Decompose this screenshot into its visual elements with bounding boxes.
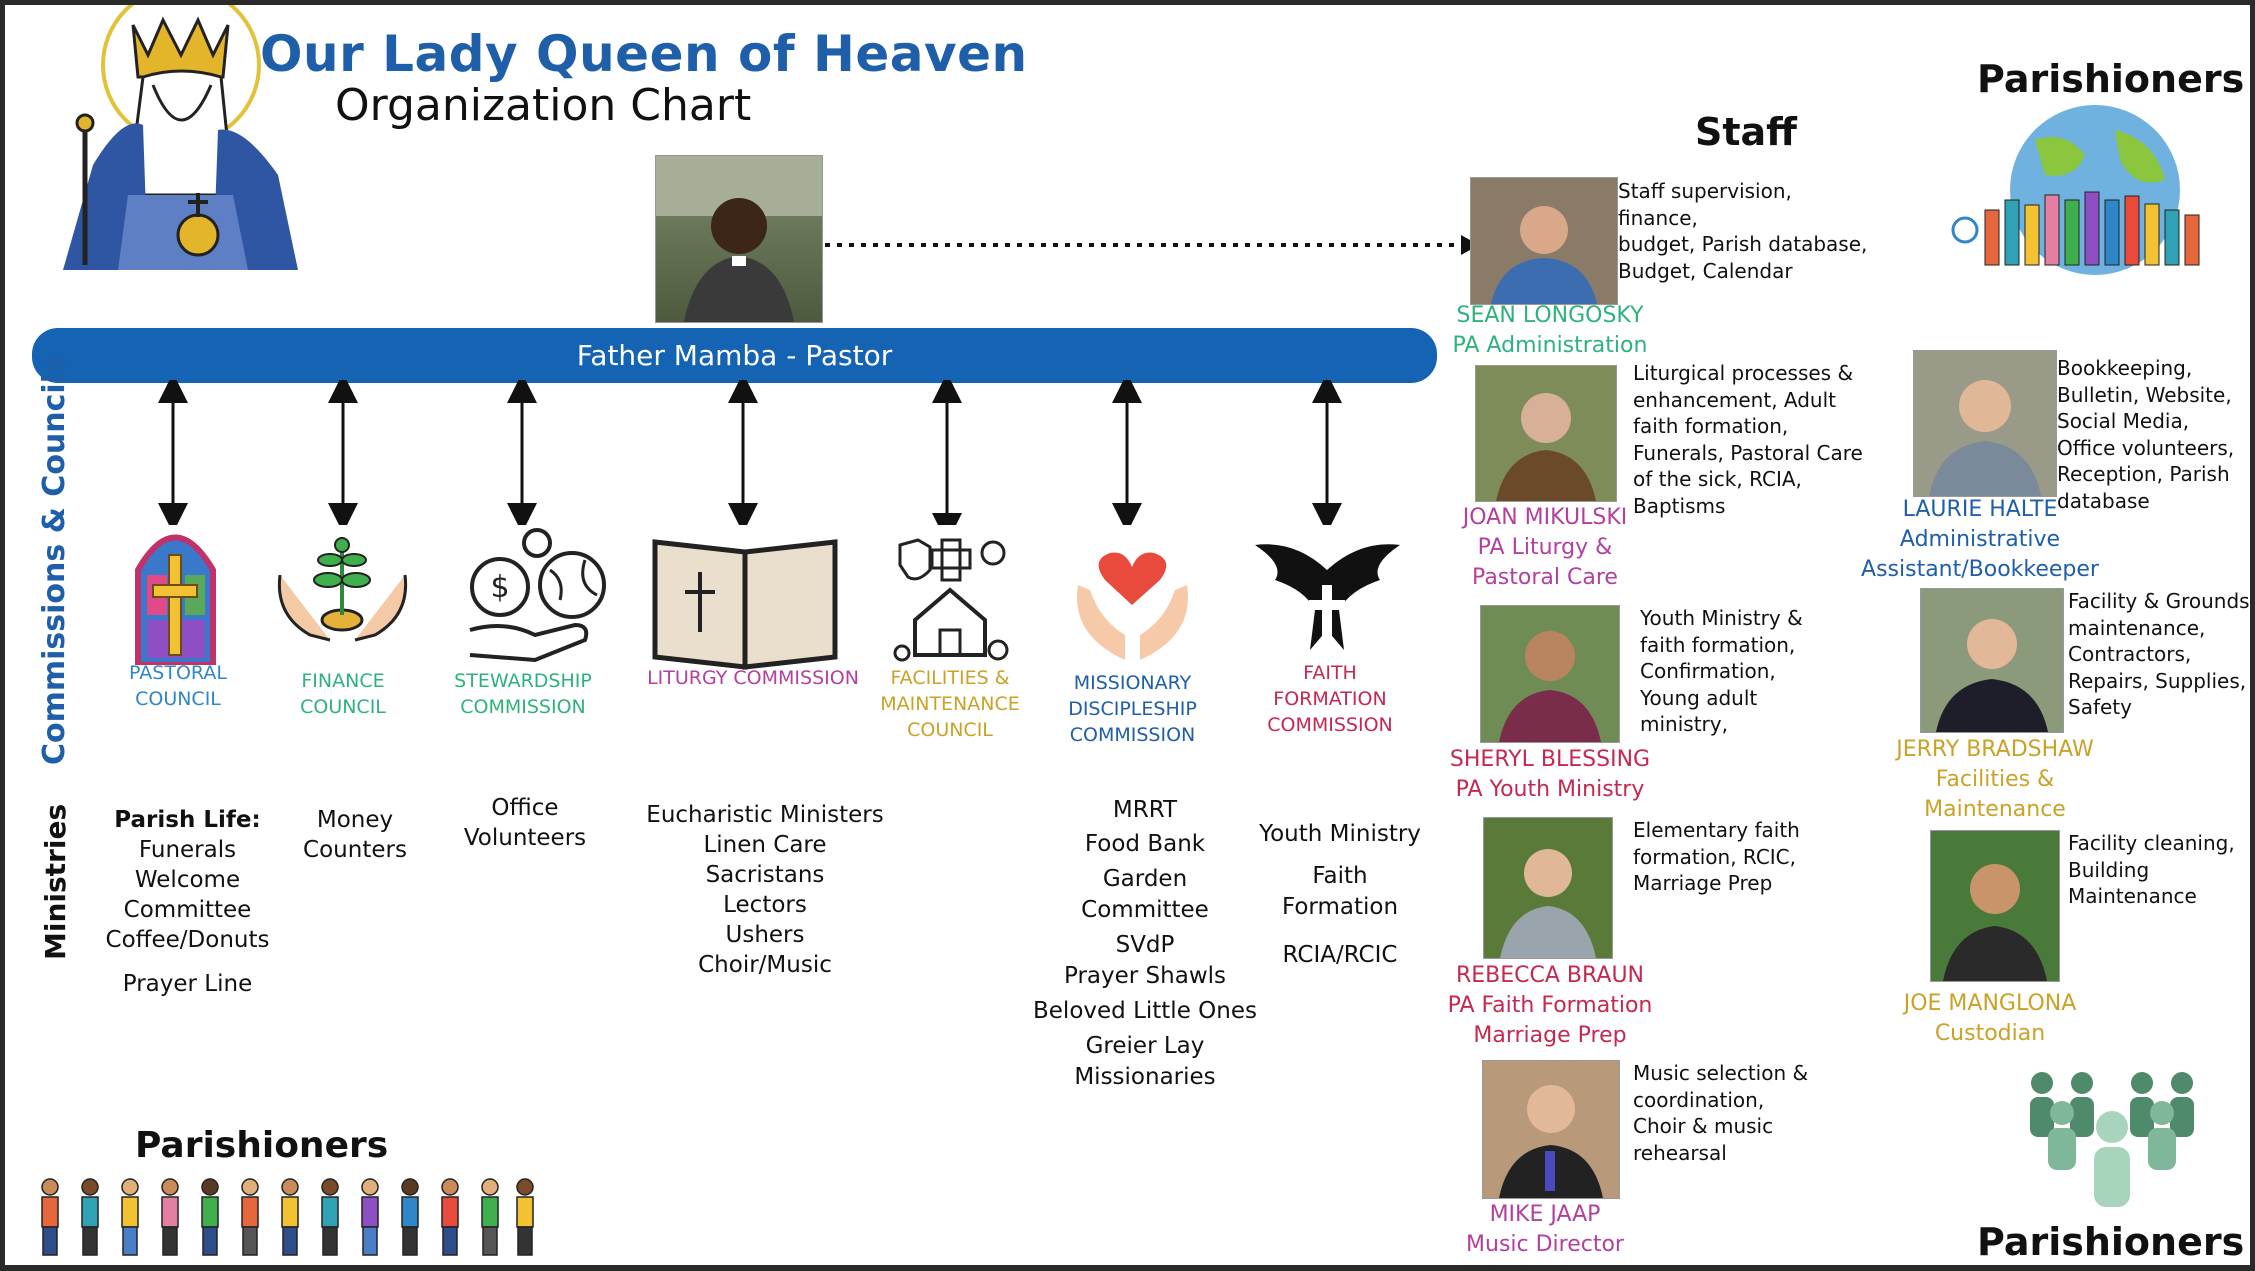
ministry-item: Choir/Music xyxy=(698,952,832,978)
commission-label-facilities: FACILITIES & MAINTENANCE COUNCIL xyxy=(880,667,1020,741)
globe-crowd-icon xyxy=(1951,105,2200,275)
commission-label-stewardship: STEWARDSHIP COMMISSION xyxy=(454,670,592,718)
house-tools-icon xyxy=(893,538,1009,662)
ministry-item: Volunteers xyxy=(463,825,587,851)
ministry-item: Committee xyxy=(123,897,252,923)
ministry-item: Linen Care xyxy=(703,832,827,858)
ministry-item: Prayer Shawls xyxy=(1064,963,1226,989)
staff-photo-laurie xyxy=(1913,350,2057,497)
staff-photo-sean xyxy=(1470,177,1618,305)
staff-desc-mike: Music selection &coordination,Choir & mu… xyxy=(1633,1061,1809,1165)
ministry-item: Beloved Little Ones xyxy=(1033,998,1257,1024)
commission-label-liturgy: LITURGY COMMISSION xyxy=(647,667,859,689)
people-row-icon xyxy=(41,1178,534,1256)
commission-label-faith: FAITH FORMATION COMMISSION xyxy=(1267,662,1393,736)
ministry-item: RCIA/RCIC xyxy=(1282,942,1398,968)
heart-hands-icon xyxy=(1076,552,1189,660)
pastor-to-staff-arrow xyxy=(825,235,1479,255)
ministry-item: Missionaries xyxy=(1074,1064,1216,1090)
ministry-item: Sacristans xyxy=(705,862,825,888)
staff-heading: Staff xyxy=(1695,110,1797,154)
ministry-list-finance: Money Counters xyxy=(280,805,430,865)
parishioners-label-bottom-left: Parishioners xyxy=(135,1125,389,1166)
pastor-bar: Father Mamba - Pastor xyxy=(32,328,1437,383)
org-chart-canvas: Our Lady Queen of Heaven Organization Ch… xyxy=(5,5,2250,1265)
staff-photo-mike xyxy=(1482,1060,1620,1199)
ministry-item: Welcome xyxy=(134,867,241,893)
ministry-item: Coffee/Donuts xyxy=(105,927,270,953)
bible-icon xyxy=(652,539,838,670)
ministry-list-pastoral: Parish Life: Funerals Welcome Committee … xyxy=(100,805,275,999)
svg-text:$: $ xyxy=(490,570,509,605)
staff-photo-jerry xyxy=(1920,588,2064,733)
ministry-item: Prayer Line xyxy=(122,971,253,997)
stained-glass-cross-icon xyxy=(135,534,216,665)
ministry-item: MRRT xyxy=(1112,797,1178,823)
commission-label-missionary: MISSIONARY DISCIPLESHIP COMMISSION xyxy=(1068,672,1197,746)
parishioners-label-top-right: Parishioners xyxy=(1977,57,2245,101)
ministry-item: Money xyxy=(316,807,394,833)
dove-cross-icon xyxy=(1255,544,1400,650)
staff-desc-laurie: Bookkeeping,Bulletin, Website,Social Med… xyxy=(2057,356,2235,513)
ministry-item: Formation xyxy=(1281,894,1399,920)
commission-arrows xyxy=(158,380,1342,525)
people-group-icon xyxy=(2030,1072,2194,1207)
ministry-list-stewardship: Office Volunteers xyxy=(445,793,605,853)
ministry-heading: Parish Life: xyxy=(114,807,261,833)
staff-photo-rebecca xyxy=(1483,817,1613,959)
ministry-item: Funerals xyxy=(138,837,237,863)
ministry-item: Greier Lay xyxy=(1085,1033,1205,1059)
staff-photo-joe xyxy=(1930,830,2060,982)
staff-desc-joan: Liturgical processes &enhancement, Adult… xyxy=(1633,361,1863,518)
commission-label-finance: FINANCE COUNCIL xyxy=(300,670,386,718)
ministry-item: Lectors xyxy=(723,892,807,918)
ministry-item: Office xyxy=(491,795,559,821)
our-lady-logo-icon xyxy=(63,5,298,270)
parishioners-label-bottom-right: Parishioners xyxy=(1977,1220,2245,1264)
ministry-item: SVdP xyxy=(1115,932,1175,958)
staff-photo-joan xyxy=(1475,365,1617,502)
page-subtitle: Organization Chart xyxy=(335,80,752,131)
ministry-item: Faith xyxy=(1312,863,1368,889)
ministry-item: Ushers xyxy=(725,922,805,948)
ministry-item: Counters xyxy=(303,837,407,863)
staff-photo-sheryl xyxy=(1480,605,1620,743)
money-plant-hands-icon xyxy=(277,537,408,642)
ministry-list-faith: Youth Ministry Faith Formation RCIA/RCIC xyxy=(1250,819,1430,971)
staff-desc-sean: Staff supervision, finance,budget, Paris… xyxy=(1618,179,1868,283)
ministry-item: Food Bank xyxy=(1084,831,1206,857)
ministry-list-liturgy: Eucharistic Ministers Linen Care Sacrist… xyxy=(645,800,885,980)
staff-desc-sheryl: Youth Ministry &faith formation,Confirma… xyxy=(1640,606,1803,736)
page-title: Our Lady Queen of Heaven xyxy=(260,25,1028,83)
coin-globe-hand-icon: $ xyxy=(469,528,606,663)
ministry-item: Youth Ministry xyxy=(1259,821,1421,847)
ministry-item: Garden xyxy=(1102,866,1188,892)
ministries-side-label: Ministries xyxy=(39,803,72,960)
pastor-photo xyxy=(655,155,823,323)
ministry-list-missionary: MRRT Food Bank Garden Committee SVdP Pra… xyxy=(1020,795,1270,1093)
commission-label-pastoral: PASTORAL COUNCIL xyxy=(129,662,227,710)
ministry-item: Eucharistic Ministers xyxy=(646,802,884,828)
ministry-item: Committee xyxy=(1081,897,1209,923)
